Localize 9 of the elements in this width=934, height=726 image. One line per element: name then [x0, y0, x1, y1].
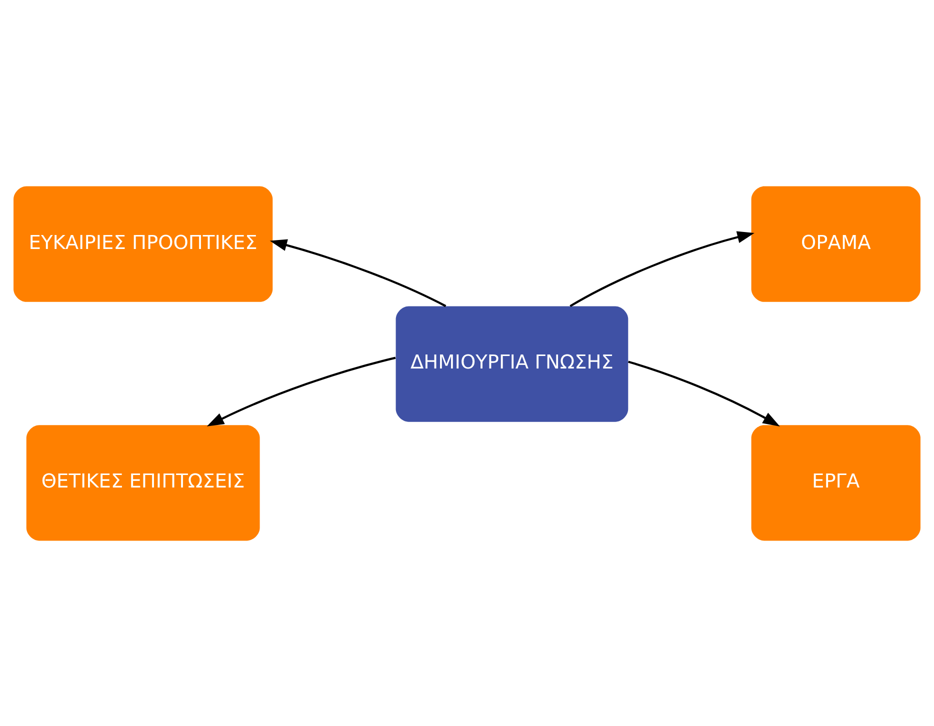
- arrow: [270, 238, 446, 307]
- node-box: ΔΗΜΙΟΥΡΓΙΑ ΓΝΩΣΗΣ: [396, 306, 628, 422]
- node-box: ΘΕΤΙΚΕΣ ΕΠΙΠΤΩΣΕΙΣ: [26, 424, 260, 540]
- node-box: ΟΡΑΜΑ: [751, 186, 920, 302]
- arrow: [628, 360, 780, 426]
- node-box: ΕΡΓΑ: [751, 424, 920, 540]
- arrow: [570, 230, 754, 307]
- arrow: [206, 356, 396, 426]
- node-box: ΕΥΚΑΙΡΙΕΣ ΠΡΟΟΠΤΙΚΕΣ: [14, 186, 273, 302]
